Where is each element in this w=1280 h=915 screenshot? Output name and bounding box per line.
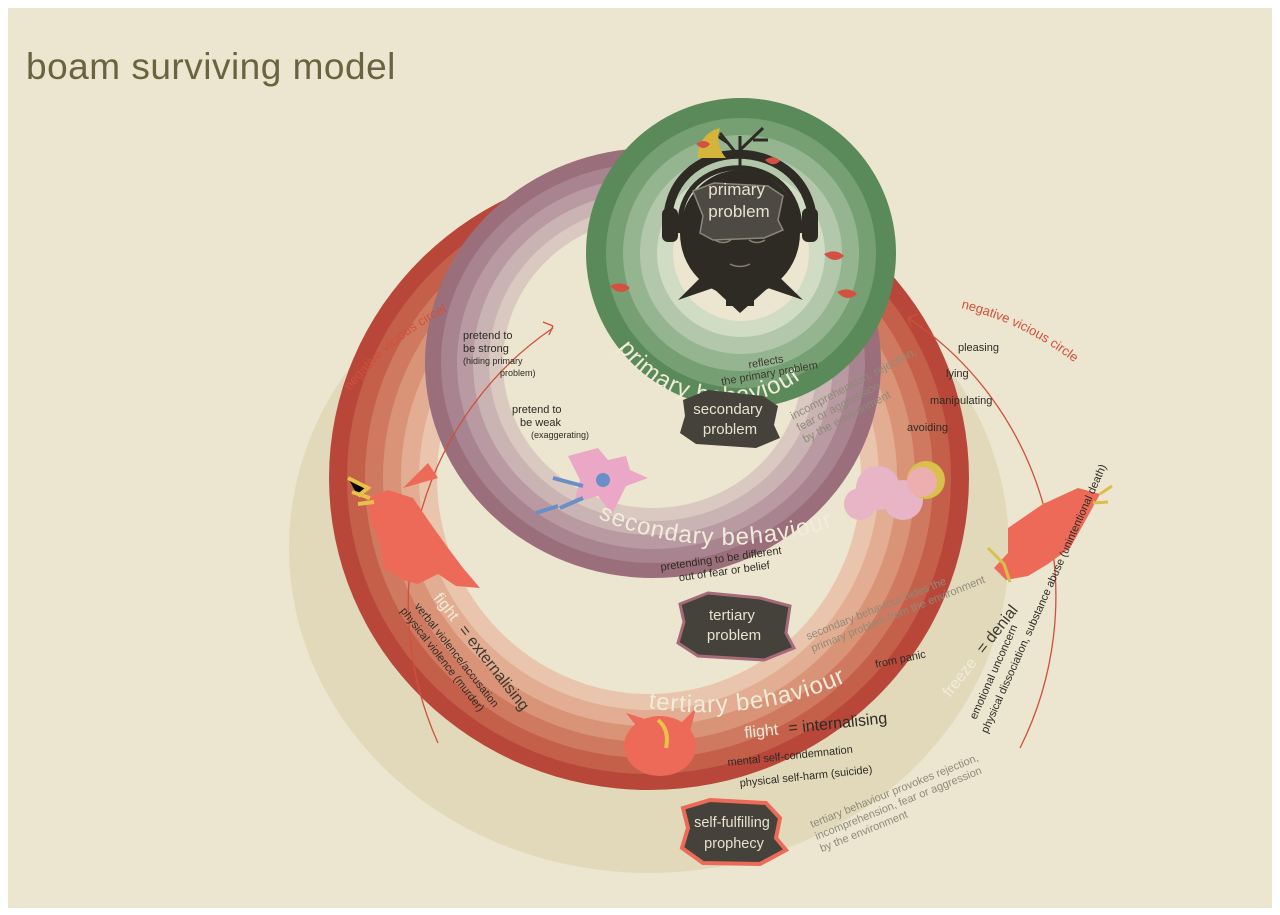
dragon-freeze-icon [986,484,1113,583]
secondary-problem-label: secondary problem [693,401,766,438]
strategy-manipulating: manipulating [930,395,992,407]
secondary-problem-shape [680,390,780,448]
flight-word: flight [744,721,780,741]
vicious-circle-right-label: negative vicious circle [960,296,1081,365]
dragon-flight-icon [624,708,696,776]
strategy-pleasing: pleasing [958,342,999,354]
leaf-icon [824,251,844,261]
strategy-avoiding: avoiding [907,422,948,434]
strategy-lying: lying [946,368,969,380]
boam-diagram: primary problem primary behaviour reflec… [289,98,1113,873]
cloud-sun-icon [844,461,945,520]
tertiary-problem-label: tertiary problem [707,607,761,644]
dragon-fight-icon [347,463,480,588]
pink-figure-icon [535,448,648,515]
arrowhead-right-icon [907,313,919,328]
tertiary-problem-shape [676,591,797,662]
leaf-icon [837,289,857,299]
page-title: boam surviving model [26,46,396,87]
prophecy-label: self-fulfilling prophecy [694,815,774,852]
primary-problem-shape [692,182,785,241]
primary-problem-label: primary problem [708,180,769,221]
prophecy-shape [679,797,790,867]
arrowhead-left-icon [542,321,554,336]
diagram-canvas: boam surviving model [8,8,1272,908]
leaf-icon [610,283,630,293]
strategy-strong-text: pretend to be strong (hiding primary pro… [463,330,536,378]
strategy-weak-text: pretend to be weak (exaggerating) [512,404,589,440]
